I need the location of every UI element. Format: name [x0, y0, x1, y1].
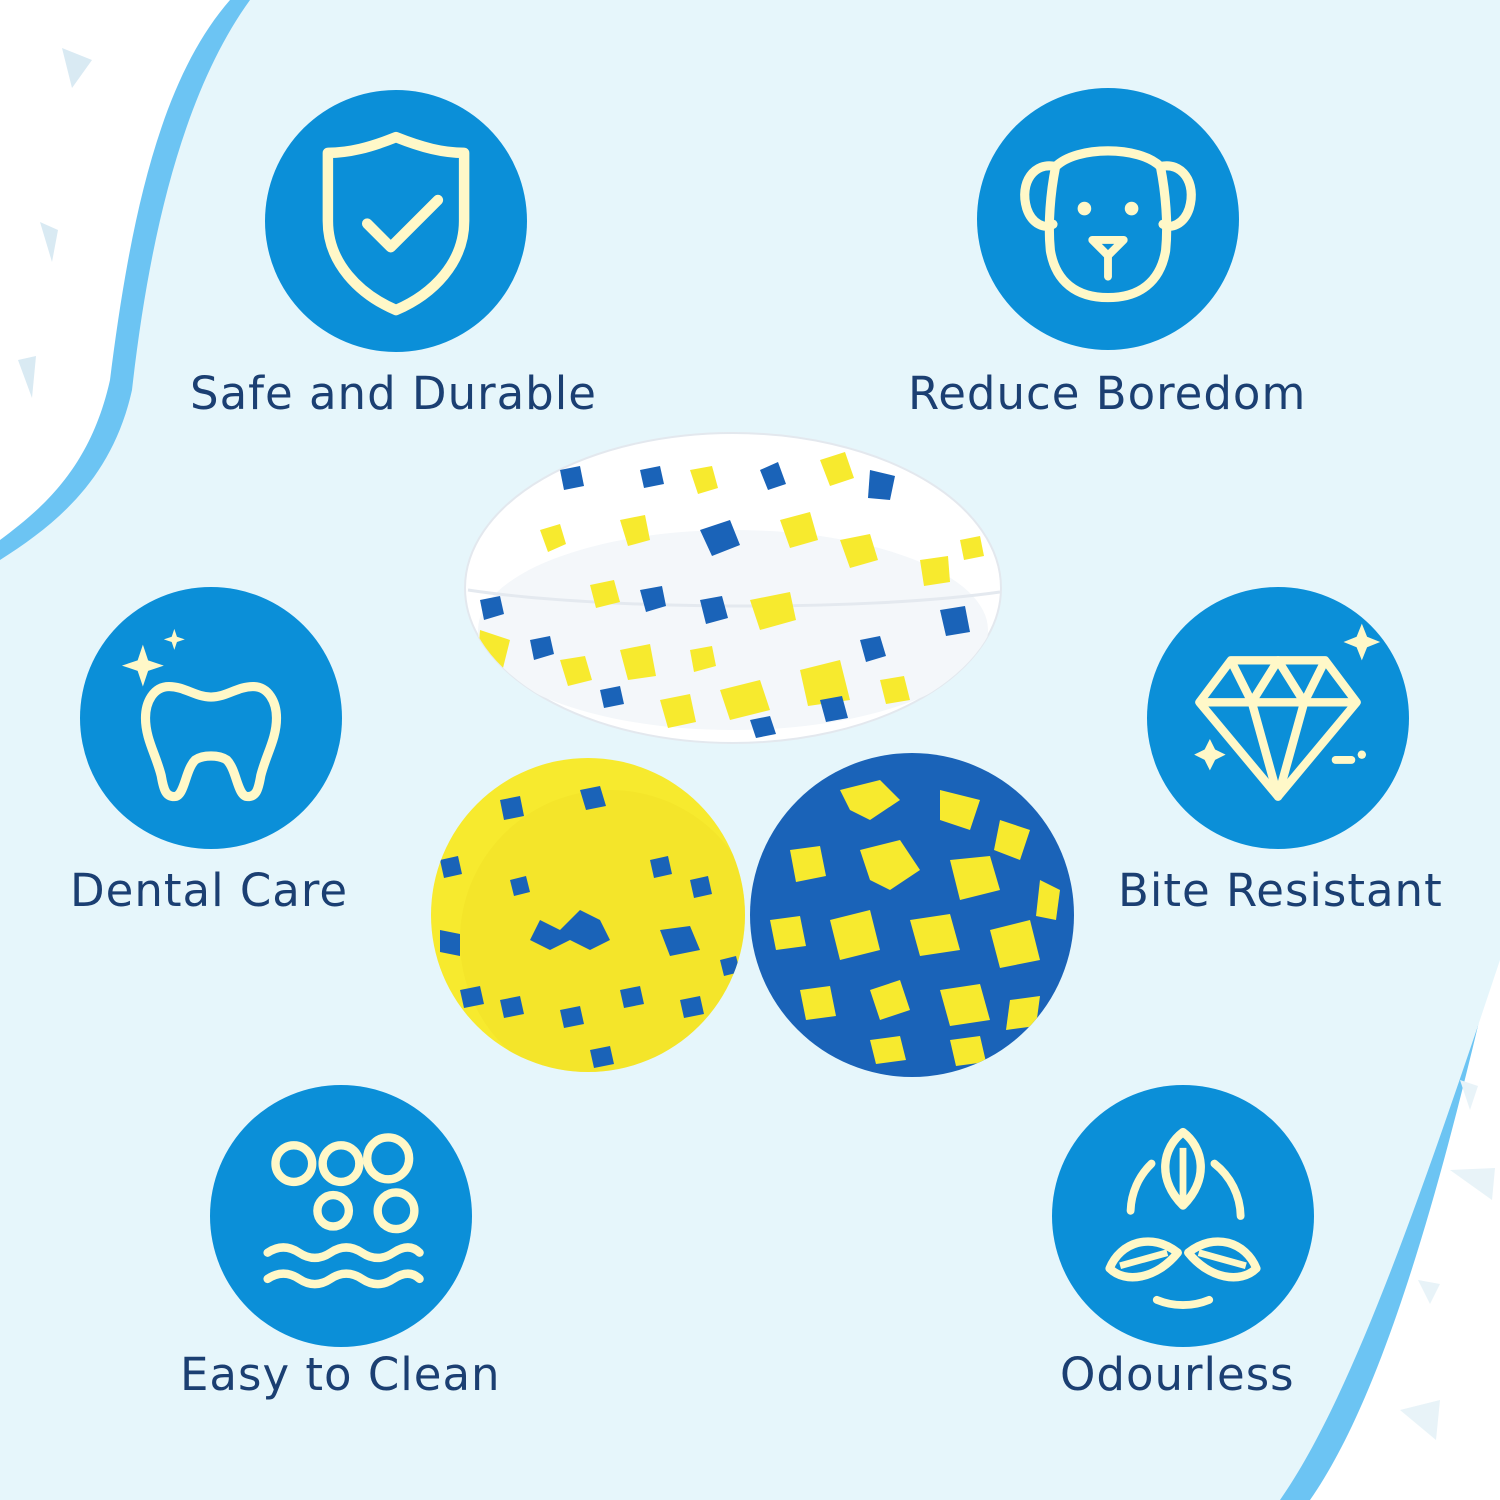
- confetti-shape: [1450, 1168, 1495, 1200]
- diamond-icon: [1194, 623, 1381, 801]
- odourless-label: Odourless: [1060, 1348, 1295, 1401]
- leaves-cycle-icon: [1105, 1127, 1261, 1310]
- easy-to-clean-label: Easy to Clean: [180, 1348, 501, 1401]
- yellow-ball: [431, 758, 745, 1072]
- reduce-boredom-badge: [977, 88, 1239, 350]
- white-rugby-ball: [464, 432, 1002, 744]
- confetti-shape: [18, 356, 36, 398]
- confetti-shape: [1400, 1400, 1440, 1440]
- blue-ball: [750, 753, 1074, 1077]
- confetti-shape: [1460, 1080, 1478, 1110]
- confetti-shape: [1418, 1280, 1440, 1304]
- easy-to-clean-badge: [210, 1085, 472, 1347]
- safe-and-durable-badge: [265, 90, 527, 352]
- confetti-shape: [62, 48, 92, 88]
- bite-resistant-badge: [1147, 587, 1409, 849]
- sparkling-tooth-icon: [121, 628, 282, 802]
- confetti-shape: [40, 222, 58, 262]
- bubbles-water-icon: [263, 1133, 424, 1289]
- odourless-badge: [1052, 1085, 1314, 1347]
- reduce-boredom-label: Reduce Boredom: [908, 367, 1307, 420]
- dog-face-icon: [1020, 146, 1196, 303]
- shield-check-icon: [322, 131, 470, 316]
- bite-resistant-label: Bite Resistant: [1118, 864, 1443, 917]
- safe-and-durable-label: Safe and Durable: [190, 367, 597, 420]
- dental-care-label: Dental Care: [70, 864, 349, 917]
- dental-care-badge: [80, 587, 342, 849]
